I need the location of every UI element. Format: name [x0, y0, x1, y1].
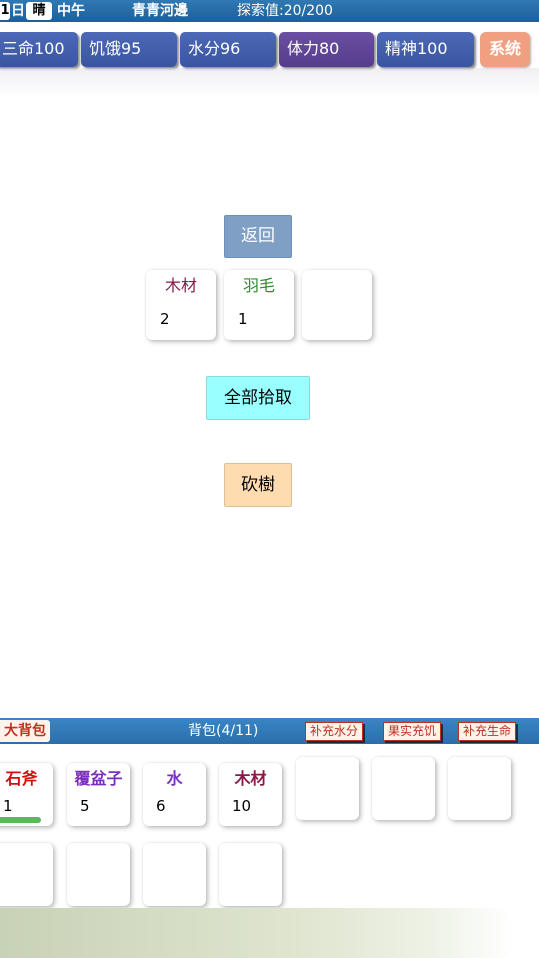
- inventory-item-name: 水: [166, 769, 183, 788]
- inventory-slot-11[interactable]: [219, 843, 282, 906]
- inventory-item-count: 1: [3, 797, 13, 815]
- inventory-slot-1[interactable]: 石斧 1: [0, 763, 53, 826]
- exploration-value: 探索值:20/200: [237, 3, 333, 19]
- stat-stamina[interactable]: 体力80: [279, 32, 374, 67]
- inventory-item-name: 木材: [234, 769, 267, 788]
- stat-water[interactable]: 水分96: [180, 32, 276, 67]
- inventory-slot-2[interactable]: 覆盆子 5: [67, 763, 130, 826]
- drop-item-count: 2: [160, 310, 170, 328]
- refill-life-button[interactable]: 补充生命: [458, 722, 516, 741]
- durability-bar: [0, 817, 41, 823]
- bag-title: 背包(4/11): [188, 723, 259, 739]
- location-name: 青青河邊: [132, 3, 188, 19]
- inventory-slot-8[interactable]: [0, 843, 53, 906]
- return-button[interactable]: 返回: [224, 215, 292, 258]
- inventory-slot-10[interactable]: [143, 843, 206, 906]
- drop-slot-3[interactable]: [302, 270, 372, 340]
- big-bag-button[interactable]: 大背包: [0, 720, 50, 742]
- inventory-item-count: 6: [156, 797, 166, 815]
- inventory-slot-5[interactable]: [296, 757, 359, 820]
- pick-all-button[interactable]: 全部拾取: [206, 376, 310, 420]
- stat-spirit[interactable]: 精神100: [377, 32, 474, 67]
- inventory-item-count: 5: [80, 797, 90, 815]
- day-suffix: 日: [11, 3, 25, 19]
- time-of-day: 中午: [57, 3, 85, 19]
- drop-item-name: 羽毛: [242, 276, 275, 295]
- inventory-slot-7[interactable]: [448, 757, 511, 820]
- weather-badge: 晴: [26, 2, 52, 20]
- inventory-slot-4[interactable]: 木材 10: [219, 763, 282, 826]
- chop-tree-button[interactable]: 砍樹: [224, 463, 292, 507]
- drop-item-count: 1: [238, 310, 248, 328]
- stat-hunger[interactable]: 饥饿95: [81, 32, 177, 67]
- status-bar: 1 日 晴 中午 青青河邊 探索值:20/200: [0, 0, 539, 22]
- stat-life[interactable]: 三命100: [0, 32, 78, 67]
- inventory-slot-6[interactable]: [372, 757, 435, 820]
- inventory-slot-9[interactable]: [67, 843, 130, 906]
- system-button[interactable]: 系统: [480, 32, 530, 67]
- inventory-slot-3[interactable]: 水 6: [143, 763, 206, 826]
- drop-slot-1[interactable]: 木材 2: [146, 270, 216, 340]
- ground-decoration: [0, 908, 539, 958]
- refill-water-button[interactable]: 补充水分: [305, 722, 363, 741]
- drop-item-name: 木材: [164, 276, 197, 295]
- fruit-hunger-button[interactable]: 果实充饥: [383, 722, 441, 741]
- header-shadow: [0, 68, 539, 98]
- bag-bar: 大背包 背包(4/11) 补充水分 果实充饥 补充生命: [0, 718, 539, 744]
- drop-slot-2[interactable]: 羽毛 1: [224, 270, 294, 340]
- day-number: 1: [0, 2, 10, 20]
- inventory-item-name: 石斧: [5, 769, 38, 788]
- inventory-item-name: 覆盆子: [74, 769, 123, 788]
- inventory-item-count: 10: [232, 797, 252, 815]
